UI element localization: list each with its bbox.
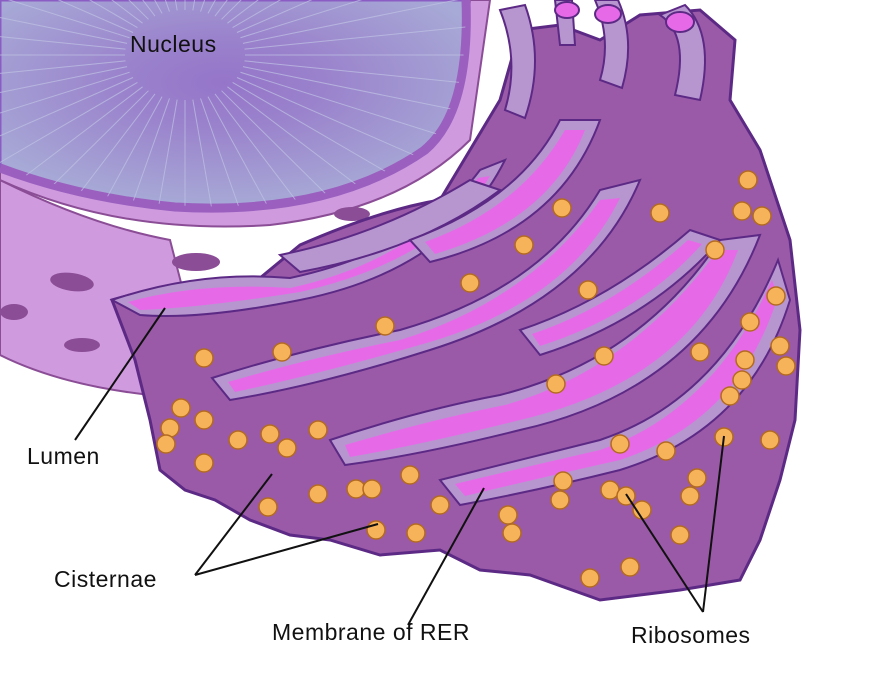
nucleus-radial-line xyxy=(0,0,128,44)
nucleus-radial-line xyxy=(200,98,271,207)
ribosome xyxy=(400,465,420,485)
nucleus-radial-line xyxy=(0,71,130,152)
nucleus-radial-line xyxy=(0,21,126,50)
ribosome xyxy=(732,370,752,390)
lumen-leader xyxy=(74,307,166,441)
er-tubules xyxy=(498,0,706,120)
nucleus-radial-line xyxy=(99,98,170,207)
nucleus-radial-line xyxy=(192,99,229,207)
ribosome xyxy=(430,495,450,515)
ribosome xyxy=(578,280,598,300)
nucleus-radial-line xyxy=(214,93,351,207)
nucleus-radial-line xyxy=(0,0,138,29)
cisternae-leader-2 xyxy=(194,523,379,576)
ribosome xyxy=(194,453,214,473)
nucleus-radial-line xyxy=(232,0,448,29)
ribosome xyxy=(690,342,710,362)
nucleus-radial-line xyxy=(221,90,387,207)
ribosome xyxy=(194,410,214,430)
ribosomes-leader-2 xyxy=(702,435,725,613)
nucleus-radial-line xyxy=(207,96,312,207)
ribosome xyxy=(553,471,573,491)
cisternae-label: Cisternae xyxy=(54,566,157,592)
ribosome xyxy=(656,441,676,461)
ribosome xyxy=(752,206,772,226)
nucleus-radial-line xyxy=(236,0,466,33)
nucleus-radial-line xyxy=(0,66,128,121)
ribosome xyxy=(705,240,725,260)
nucleus-radial-line xyxy=(227,86,419,207)
ribosome xyxy=(375,316,395,336)
ribosome xyxy=(277,438,297,458)
ribosome xyxy=(766,286,786,306)
ribosome xyxy=(498,505,518,525)
ribosome xyxy=(460,273,480,293)
nucleus-radial-line xyxy=(0,86,143,207)
ribosome xyxy=(228,430,248,450)
ribosome xyxy=(514,235,534,255)
nucleus-radial-line xyxy=(244,21,466,50)
nucleus-radial-line xyxy=(0,0,134,33)
membrane-leader xyxy=(407,487,485,626)
nucleus-radial-line xyxy=(0,0,130,39)
ribosome xyxy=(650,203,670,223)
ribosome xyxy=(738,170,758,190)
nuclear-pores xyxy=(0,207,370,352)
ribosome xyxy=(732,201,752,221)
ribosome xyxy=(776,356,796,376)
nucleus-radial-line xyxy=(0,77,134,181)
ribosome xyxy=(258,497,278,517)
ribosome xyxy=(308,420,328,440)
ribosome xyxy=(552,198,572,218)
ribosome xyxy=(272,342,292,362)
ribosome xyxy=(720,386,740,406)
ribosome xyxy=(260,424,280,444)
cisternae-leader-1 xyxy=(194,473,273,576)
ribosome xyxy=(735,350,755,370)
ribosome xyxy=(594,346,614,366)
ribosome xyxy=(308,484,328,504)
ribosome xyxy=(194,348,214,368)
ribosomes-label: Ribosomes xyxy=(631,622,751,648)
ribosome xyxy=(770,336,790,356)
ribosomes-leader-1 xyxy=(625,493,704,613)
ribosome xyxy=(680,486,700,506)
ribosome xyxy=(406,523,426,543)
leader-lines xyxy=(74,307,725,626)
nucleus-radial-line xyxy=(141,99,178,207)
ribosome xyxy=(546,374,566,394)
ribosome xyxy=(362,479,382,499)
nucleus-radial-line xyxy=(19,93,156,207)
ribosome xyxy=(760,430,780,450)
nucleus-radial-line xyxy=(58,96,163,207)
nucleus-radial-line xyxy=(0,81,138,207)
envelope-rim xyxy=(0,0,471,213)
ribosome xyxy=(156,434,176,454)
ribosome xyxy=(740,312,760,332)
ribosome xyxy=(160,418,180,438)
ribosome xyxy=(550,490,570,510)
lumen-label: Lumen xyxy=(27,443,100,469)
cisternae-folds xyxy=(109,119,792,507)
nucleus-radial-line xyxy=(240,0,466,39)
nucleus-radial-line xyxy=(242,0,466,44)
ribosome xyxy=(580,568,600,588)
ribosome-group xyxy=(156,170,796,588)
nucleus-radial-line xyxy=(244,60,466,89)
ribosome xyxy=(687,468,707,488)
nucleus-radial-line xyxy=(0,90,149,207)
ribosome xyxy=(620,557,640,577)
ribosome xyxy=(171,398,191,418)
nucleus-label: Nucleus xyxy=(130,31,217,57)
ribosome xyxy=(670,525,690,545)
nucleus-radial-line xyxy=(0,60,126,89)
membrane-label: Membrane of RER xyxy=(272,619,470,645)
ribosome xyxy=(610,434,630,454)
tubule-ends xyxy=(554,1,695,33)
ribosome xyxy=(502,523,522,543)
